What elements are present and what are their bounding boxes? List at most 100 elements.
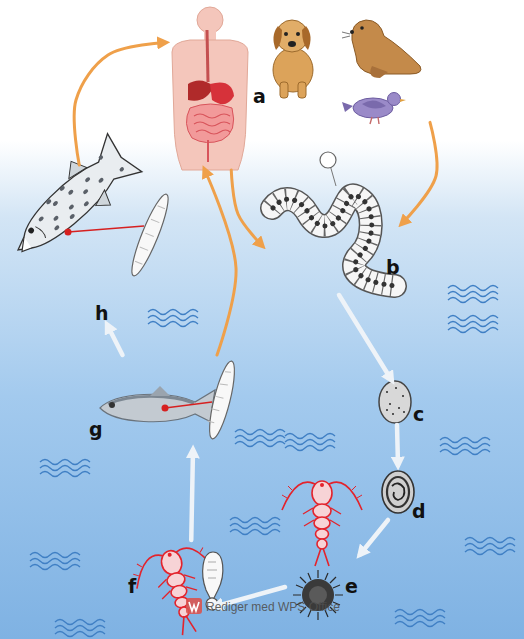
predator-fish-host [16, 237, 33, 255]
dog-host [273, 20, 313, 98]
bird-host [388, 93, 401, 106]
life-stage: d [378, 465, 428, 520]
infection-arrow [74, 43, 165, 166]
cycle-arrow [107, 325, 122, 355]
wave-lines [448, 286, 498, 303]
coracidium [282, 481, 362, 566]
predator-fish-host [67, 189, 74, 196]
predator-fish-host [53, 215, 60, 222]
small-fish-host [150, 386, 170, 396]
cycle-arrow [339, 295, 392, 380]
small-fish-host [165, 402, 212, 408]
cycle-arrow [397, 425, 398, 465]
life-stage: f [120, 540, 215, 635]
watermark-logo [186, 598, 202, 614]
life-stage: g [85, 355, 235, 450]
unembryonated-egg [379, 381, 411, 423]
bird-host [342, 93, 406, 125]
small-fish-host [109, 402, 115, 408]
wave-lines [40, 460, 90, 477]
dog-host [273, 48, 313, 92]
bird-host [353, 98, 393, 118]
predator-fish-host [61, 156, 116, 214]
embryonated-egg [382, 471, 414, 513]
watermark-logo [186, 598, 202, 614]
wave-lines [30, 286, 515, 637]
infection-arrow [402, 122, 437, 223]
wave-lines [230, 518, 280, 535]
wave-lines [465, 538, 515, 555]
dog-host [298, 82, 306, 98]
stage-letter: g [89, 419, 103, 439]
human-host [188, 80, 214, 100]
predator-fish-host [84, 176, 91, 183]
cycle-arrow [191, 450, 193, 540]
wave-lines [395, 610, 445, 627]
predator-fish-host [52, 200, 59, 207]
predator-fish-host [0, 134, 142, 269]
bird-host [342, 102, 353, 112]
predator-fish-host [83, 200, 90, 207]
predator-fish-host [0, 131, 144, 271]
wave-lines [148, 310, 198, 327]
life-stage: h [5, 165, 170, 325]
human-host [194, 114, 230, 134]
copepod-with-procercoid [130, 541, 228, 639]
small-fish-host [108, 396, 194, 404]
embryonated-egg [387, 477, 409, 507]
human-host [210, 83, 234, 105]
predator-fish-host [98, 177, 105, 184]
adult-tapeworm [272, 195, 395, 286]
predator-fish-host [126, 191, 174, 279]
small-fish-host [205, 359, 240, 440]
human-host [172, 40, 248, 170]
unembryonated-egg [379, 381, 411, 423]
life-stage: c [375, 380, 430, 425]
predator-fish-host [119, 166, 125, 172]
predator-fish-host [32, 147, 126, 236]
stage-letter: a [253, 86, 266, 106]
bird-host [400, 99, 406, 102]
wave-lines [55, 620, 105, 637]
predator-fish-host [0, 131, 174, 279]
wave-lines [285, 434, 335, 451]
stage-letter: e [345, 576, 358, 596]
stage-letter: b [386, 257, 400, 277]
infection-arrow [205, 170, 236, 355]
wave-lines [440, 438, 490, 455]
predator-fish-host [53, 224, 60, 231]
predator-fish-host [68, 226, 144, 232]
coracidium [282, 481, 362, 620]
life-stage: a [165, 0, 430, 170]
bird-host [362, 100, 386, 108]
dog-host [284, 32, 288, 36]
predator-fish-host [69, 213, 76, 220]
human-host [207, 140, 209, 162]
stage-letter: f [128, 576, 136, 596]
seal-host [370, 66, 388, 78]
predator-fish-host [27, 226, 35, 234]
embryonated-egg [392, 483, 404, 500]
life-stage: b [262, 185, 402, 295]
adult-tapeworm [272, 152, 396, 286]
dog-host [302, 26, 311, 50]
predator-fish-host [38, 216, 45, 223]
adult-tapeworm [273, 195, 396, 286]
small-fish-host [100, 359, 239, 440]
unembryonated-egg [386, 388, 405, 414]
seal-host [342, 32, 350, 38]
seal-host [352, 20, 421, 74]
stage-letter: h [95, 303, 109, 323]
seal-host [350, 30, 354, 34]
wave-lines [448, 316, 498, 333]
predator-fish-host [35, 225, 47, 238]
embryonated-egg [382, 471, 414, 513]
stage-letter: c [413, 404, 424, 424]
seal-host [360, 26, 364, 30]
infection-arrow [231, 170, 262, 246]
seal-host [342, 20, 421, 78]
dog-host [288, 41, 296, 47]
